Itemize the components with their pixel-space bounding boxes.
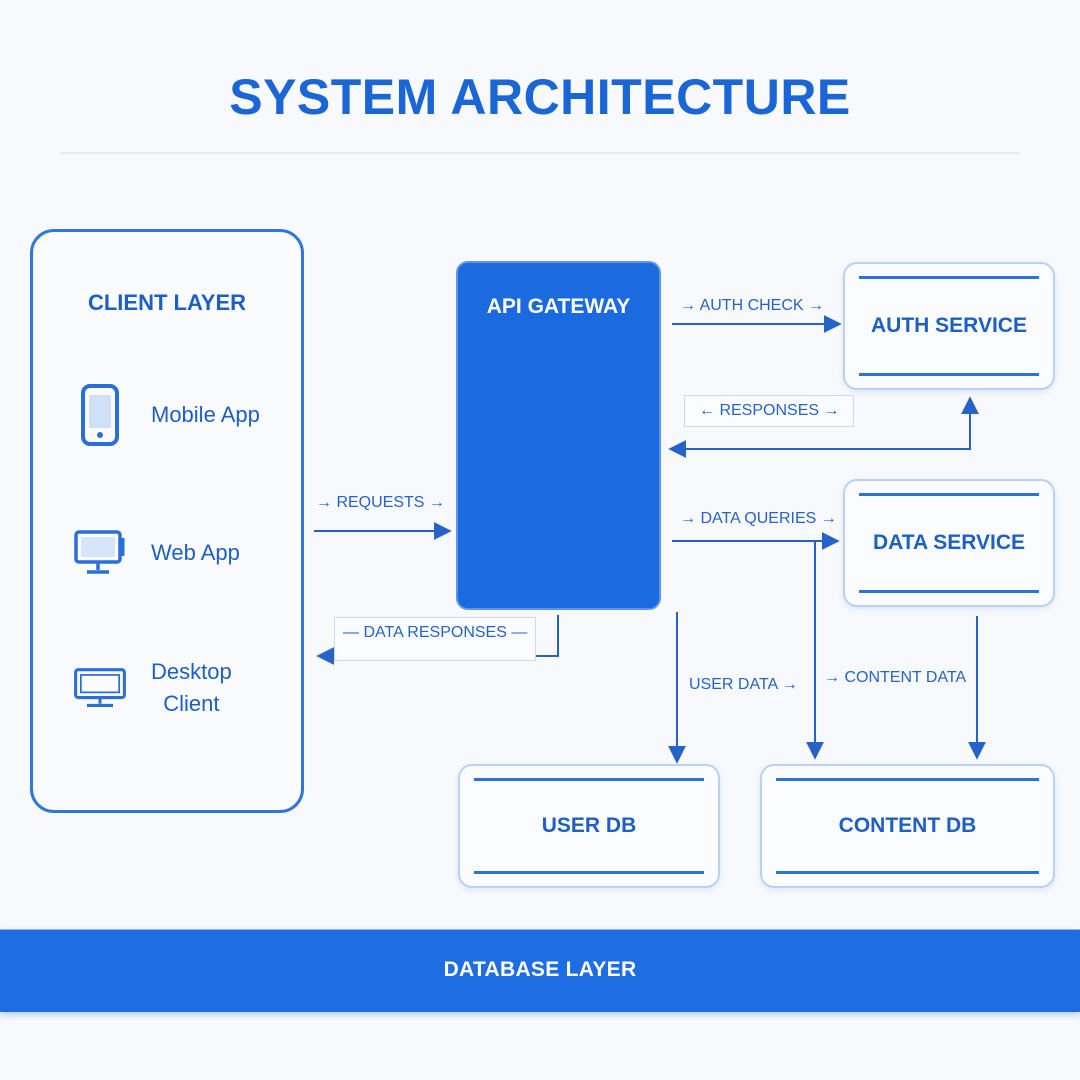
data-queries-label: → DATA QUERIES →	[680, 510, 837, 528]
client-item-label: Web App	[151, 540, 240, 565]
content-db-label: CONTENT DB	[838, 814, 977, 837]
node-top-bar	[776, 778, 1039, 781]
monitor-icon	[73, 522, 127, 584]
content-db-node: CONTENT DB	[760, 764, 1055, 888]
client-item-web-app: Web App	[73, 522, 240, 584]
requests-label: → REQUESTS →	[316, 494, 445, 512]
page-title: SYSTEM ARCHITECTURE	[229, 69, 851, 125]
auth-service-node: AUTH SERVICE	[843, 262, 1055, 390]
desktop-icon	[73, 657, 127, 719]
user-data-label: USER DATA →	[689, 676, 798, 694]
title-divider	[60, 152, 1020, 154]
database-layer-bar: DATABASE LAYER	[0, 930, 1080, 1012]
node-top-bar	[474, 778, 704, 781]
client-layer-panel: CLIENT LAYER Mobile App Web App	[30, 229, 304, 813]
smartphone-icon	[73, 384, 127, 446]
node-bottom-bar	[776, 871, 1039, 874]
client-item-label: Desktop Client	[151, 659, 232, 716]
data-service-node: DATA SERVICE	[843, 479, 1055, 607]
node-bottom-bar	[859, 590, 1039, 593]
user-db-node: USER DB	[458, 764, 720, 888]
node-bottom-bar	[859, 373, 1039, 376]
responses-label: ← RESPONSES →	[684, 395, 855, 427]
node-bottom-bar	[474, 871, 704, 874]
database-layer-label: DATABASE LAYER	[443, 958, 637, 981]
client-layer-title: CLIENT LAYER	[87, 290, 247, 315]
auth-check-label: → AUTH CHECK →	[680, 297, 825, 315]
content-data-label: → CONTENT DATA	[824, 669, 967, 687]
client-item-desktop-client: Desktop Client	[73, 656, 232, 720]
auth-service-label: AUTH SERVICE	[871, 314, 1027, 337]
api-gateway-label: API GATEWAY	[486, 295, 631, 318]
client-item-label: Mobile App	[151, 402, 260, 427]
responses-arrow	[668, 396, 979, 458]
user-db-label: USER DB	[541, 814, 637, 837]
data-service-label: DATA SERVICE	[872, 531, 1026, 554]
node-top-bar	[859, 276, 1039, 279]
client-item-mobile-app: Mobile App	[73, 384, 260, 446]
node-top-bar	[859, 493, 1039, 496]
api-gateway-node: API GATEWAY	[456, 261, 661, 610]
data-responses-label: — DATA RESPONSES —	[334, 617, 537, 661]
